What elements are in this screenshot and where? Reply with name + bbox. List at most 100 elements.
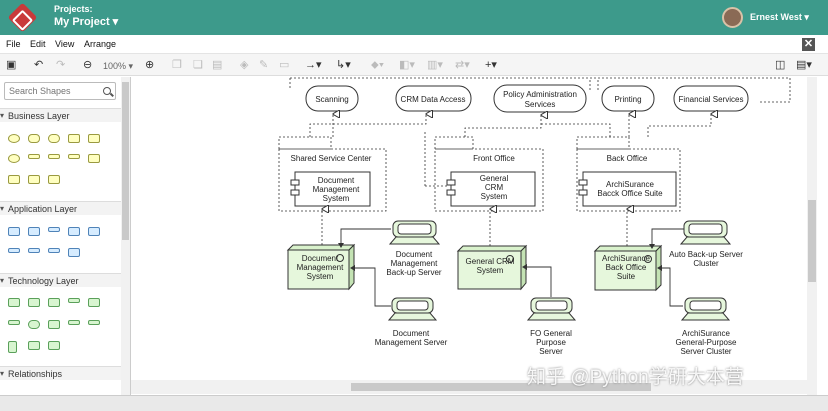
node-archisurance-back-office-suite[interactable]: ArchiSurance Back Office Suite: [593, 244, 663, 292]
service-crm-data-access[interactable]: CRM Data Access: [395, 85, 472, 112]
waypoints-icon[interactable]: ↳▾: [336, 59, 351, 71]
zoom-in-icon[interactable]: ⊕: [145, 59, 155, 71]
service-scanning[interactable]: Scanning: [305, 85, 359, 112]
avatar[interactable]: [722, 7, 743, 28]
business-process-shape[interactable]: [88, 134, 100, 143]
user-menu[interactable]: Ernest West ▾: [750, 12, 809, 22]
svg-text:Management: Management: [391, 259, 438, 268]
system-software-shape[interactable]: [48, 298, 60, 307]
location-shape[interactable]: [88, 320, 100, 325]
node-general-crm-system[interactable]: General CRM System: [456, 244, 528, 291]
arrange-icon[interactable]: ⬥▾: [371, 59, 385, 71]
fill-color-icon[interactable]: ◈: [240, 59, 249, 71]
business-event-shape[interactable]: [48, 154, 60, 159]
svg-text:Back-up Server: Back-up Server: [386, 268, 441, 277]
product-shape[interactable]: [48, 175, 60, 184]
sidebar-scroll-thumb[interactable]: [122, 82, 129, 240]
infrastructure-function-shape[interactable]: [28, 320, 40, 329]
delete-icon[interactable]: ▤: [212, 59, 223, 71]
device-fo-general-purpose-server[interactable]: FO General Purpose Server: [526, 297, 577, 356]
outline-panel-icon[interactable]: ▤▾: [796, 59, 812, 71]
application-interaction-shape[interactable]: [88, 227, 100, 236]
connection-style-icon[interactable]: →▾: [305, 59, 322, 71]
business-function-shape[interactable]: [8, 154, 20, 163]
artifact-shape[interactable]: [68, 320, 80, 325]
distribute-icon[interactable]: ⇄▾: [455, 59, 470, 71]
zoom-level[interactable]: 100% ▾: [103, 61, 134, 71]
shapes-sidebar: Business Layer Application Layer Technol…: [0, 77, 131, 395]
canvas-vertical-scroll-thumb[interactable]: [808, 200, 816, 282]
application-interface-shape[interactable]: [48, 227, 60, 232]
section-technology-layer[interactable]: Technology Layer: [0, 273, 121, 288]
junction-shape[interactable]: [28, 341, 40, 350]
canvas-horizontal-scroll-thumb[interactable]: [351, 383, 651, 391]
svg-text:Management: Management: [313, 185, 360, 194]
menu-file[interactable]: File: [6, 39, 21, 49]
app-component-document-management[interactable]: Document Management System: [290, 171, 371, 207]
menu-arrange[interactable]: Arrange: [84, 39, 117, 49]
business-interaction-shape[interactable]: [28, 154, 40, 159]
application-event-shape[interactable]: [28, 248, 40, 253]
menu-view[interactable]: View: [55, 39, 75, 49]
device-doc-mgmt-server[interactable]: Document Management Server: [375, 297, 448, 347]
svg-text:CRM: CRM: [485, 183, 504, 192]
search-icon[interactable]: [103, 87, 111, 95]
section-relationships[interactable]: Relationships: [0, 366, 121, 381]
device-shape[interactable]: [28, 298, 40, 307]
save-icon[interactable]: ▣: [6, 59, 17, 71]
app-component-archisurance-back-office[interactable]: ArchiSurance Bacck Office Suite: [578, 171, 677, 207]
business-object-shape[interactable]: [88, 154, 100, 163]
application-component-shape[interactable]: [8, 227, 20, 236]
communication-path-shape[interactable]: [8, 320, 20, 325]
artifact-doc-shape[interactable]: [8, 341, 17, 353]
to-front-icon[interactable]: ◧▾: [399, 59, 415, 71]
node-shape[interactable]: [8, 298, 20, 307]
close-panel-icon[interactable]: ✕: [802, 38, 815, 51]
svg-text:CRM Data Access: CRM Data Access: [401, 95, 466, 104]
application-function-shape[interactable]: [68, 227, 80, 236]
menu-edit[interactable]: Edit: [30, 39, 46, 49]
shadow-icon[interactable]: ▭: [279, 59, 290, 71]
line-color-icon[interactable]: ✎: [259, 59, 269, 71]
infrastructure-service-shape[interactable]: [48, 320, 60, 329]
infrastructure-interface-shape[interactable]: [68, 298, 80, 303]
service-policy-administration[interactable]: Policy Administration Services: [493, 84, 587, 113]
undo-icon[interactable]: ↶: [34, 59, 44, 71]
group-front-office[interactable]: Front Office: [434, 136, 544, 212]
application-service-shape[interactable]: [8, 248, 20, 253]
project-selector[interactable]: My Project ▾: [54, 16, 119, 28]
group-shared-service-center[interactable]: Shared Service Center: [278, 136, 387, 212]
app-logo-icon[interactable]: [7, 2, 38, 33]
data-object-shape[interactable]: [68, 248, 80, 257]
representation-shape[interactable]: [28, 175, 40, 184]
device-archisurance-server-cluster[interactable]: ArchiSurance General-Purpose Server Clus…: [676, 297, 737, 356]
business-service-shape[interactable]: [68, 154, 80, 159]
grouping-shape[interactable]: [48, 341, 60, 350]
app-component-general-crm[interactable]: General CRM System: [446, 171, 536, 207]
node-document-management-system[interactable]: Document Management System: [286, 243, 356, 291]
section-application-layer[interactable]: Application Layer: [0, 201, 121, 216]
paste-icon[interactable]: ❏: [193, 59, 203, 71]
diagram-canvas[interactable]: Scanning CRM Data Access Policy Administ…: [131, 77, 807, 380]
service-financial[interactable]: Financial Services: [673, 85, 749, 112]
search-shapes-input[interactable]: [4, 82, 116, 100]
device-auto-backup-server-cluster[interactable]: Auto Back-up Server Cluster: [669, 220, 743, 268]
business-interface-shape[interactable]: [68, 134, 80, 143]
business-collaboration-shape[interactable]: [48, 134, 60, 143]
redo-icon[interactable]: ↷: [56, 59, 66, 71]
format-panel-icon[interactable]: ◫: [775, 59, 786, 71]
application-process-shape[interactable]: [48, 248, 60, 253]
network-shape[interactable]: [88, 298, 100, 307]
insert-icon[interactable]: +▾: [485, 59, 497, 71]
business-role-shape[interactable]: [28, 134, 40, 143]
copy-icon[interactable]: ❐: [172, 59, 182, 71]
device-doc-mgmt-backup-server[interactable]: Document Management Back-up Server: [386, 220, 442, 277]
zoom-out-icon[interactable]: ⊖: [83, 59, 93, 71]
menu-bar: File Edit View Arrange: [0, 35, 828, 53]
business-actor-shape[interactable]: [8, 134, 20, 143]
align-icon[interactable]: ▥▾: [427, 59, 443, 71]
section-business-layer[interactable]: Business Layer: [0, 108, 121, 123]
service-printing[interactable]: Printing: [601, 85, 655, 112]
application-collaboration-shape[interactable]: [28, 227, 40, 236]
contract-shape[interactable]: [8, 175, 20, 184]
